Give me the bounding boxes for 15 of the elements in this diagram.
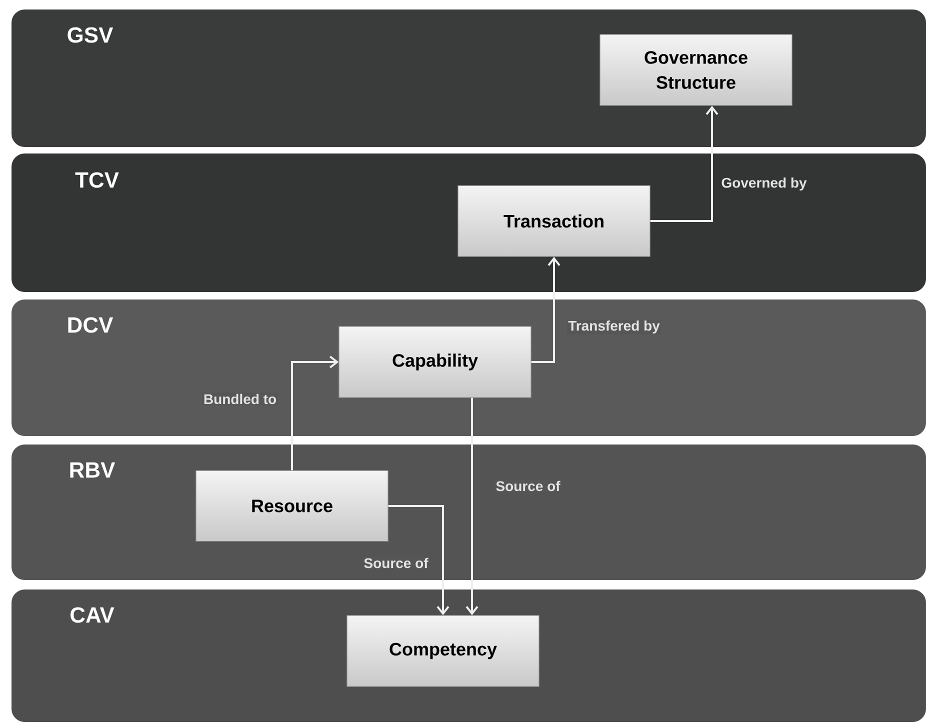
edge-label: Governed by [720,176,808,192]
edge-label: Source of [362,556,430,570]
concept-box: Competency [346,615,540,687]
concept-box: Resource [196,470,388,542]
edge-label: Source of [494,480,562,492]
arrow [466,398,478,616]
arrow [531,256,560,363]
concept-box: Transaction [458,185,650,257]
edge-label: Bundled to [202,392,278,406]
concept-box: Capability [338,326,532,398]
edge-label: Transfered by [567,319,661,335]
arrow [650,106,718,222]
arrow [388,505,450,616]
arrow [291,356,339,470]
concept-box: Governance Structure [600,34,792,106]
